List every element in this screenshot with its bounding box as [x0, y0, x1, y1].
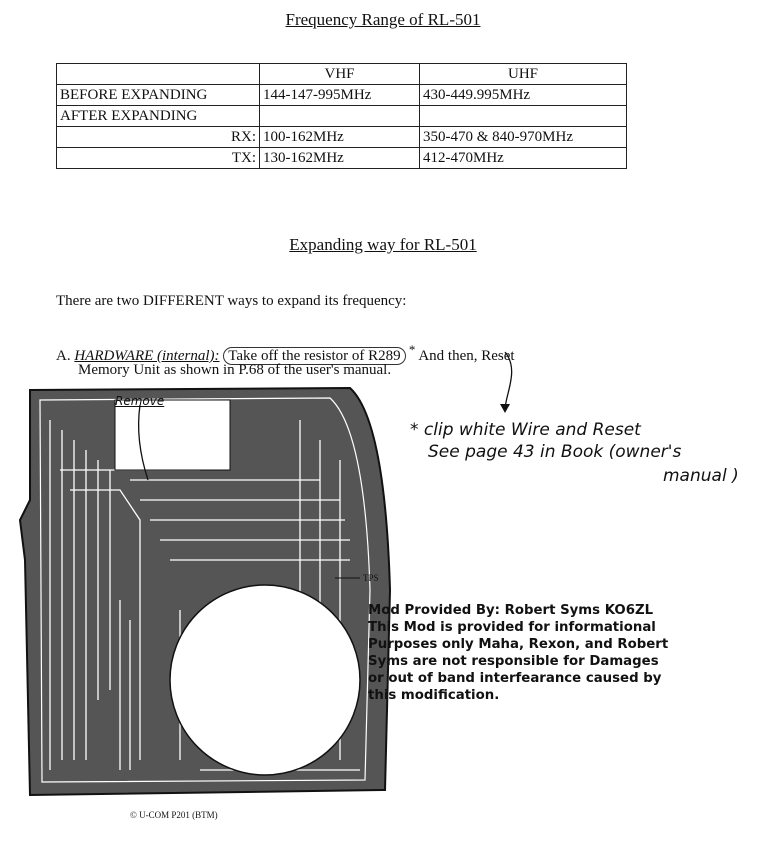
disclaimer: Mod Provided By: Robert Syms KO6ZL This M…: [368, 602, 668, 704]
expanding-way-title: Expanding way for RL-501: [289, 235, 477, 254]
remove-pointer-line: [138, 404, 149, 481]
remove-label: Remove: [115, 394, 165, 408]
disclaimer-line: this modification.: [368, 688, 500, 703]
table-cell: 100-162MHz: [259, 126, 420, 148]
intro-text: There are two DIFFERENT ways to expand i…: [56, 293, 407, 309]
tp-label: TPS: [363, 573, 379, 583]
table-cell: 144-147-995MHz: [259, 84, 420, 106]
step-a-line1: A. HARDWARE (internal): Take off the res…: [56, 342, 515, 365]
table-cell: TX:: [56, 147, 260, 169]
table-row: BEFORE EXPANDING 144-147-995MHz 430-449.…: [56, 84, 627, 106]
table-cell: 130-162MHz: [259, 147, 420, 169]
disclaimer-line: Mod Provided By: Robert Syms KO6ZL: [368, 603, 654, 618]
disclaimer-line: This Mod is provided for informational: [368, 620, 656, 635]
handwritten-note-line1: * clip white Wire and Reset: [410, 420, 641, 440]
disclaimer-line: or out of band interfearance caused by: [368, 671, 662, 686]
table-row: TX: 130-162MHz 412-470MHz: [56, 147, 627, 169]
handwritten-note-line3: manual ): [663, 466, 739, 486]
step-prefix: A.: [56, 348, 71, 364]
step-a-line2: Memory Unit as shown in P.68 of the user…: [78, 362, 392, 378]
table-cell: 412-470MHz: [419, 147, 627, 169]
handwritten-note-line2: See page 43 in Book (owner's: [428, 442, 682, 462]
table-cell: 350-470 & 840-970MHz: [419, 126, 627, 148]
arrow-line: [504, 351, 513, 411]
frequency-table: VHF UHF BEFORE EXPANDING 144-147-995MHz …: [56, 63, 627, 169]
arrow-head-icon: [500, 404, 510, 413]
step-text: And then, Reset: [418, 348, 515, 364]
frequency-range-title: Frequency Range of RL-501: [285, 10, 481, 29]
table-cell: 430-449.995MHz: [419, 84, 627, 106]
pcb-caption: © U-COM P201 (BTM): [130, 810, 218, 820]
table-row: RX: 100-162MHz 350-470 & 840-970MHz: [56, 126, 627, 148]
step-label: HARDWARE (internal):: [74, 348, 220, 364]
disclaimer-line: Purposes only Maha, Rexon, and Robert: [368, 637, 669, 652]
circled-instruction: Take off the resistor of R289: [223, 347, 406, 365]
disclaimer-line: Syms are not responsible for Damages: [368, 654, 659, 669]
